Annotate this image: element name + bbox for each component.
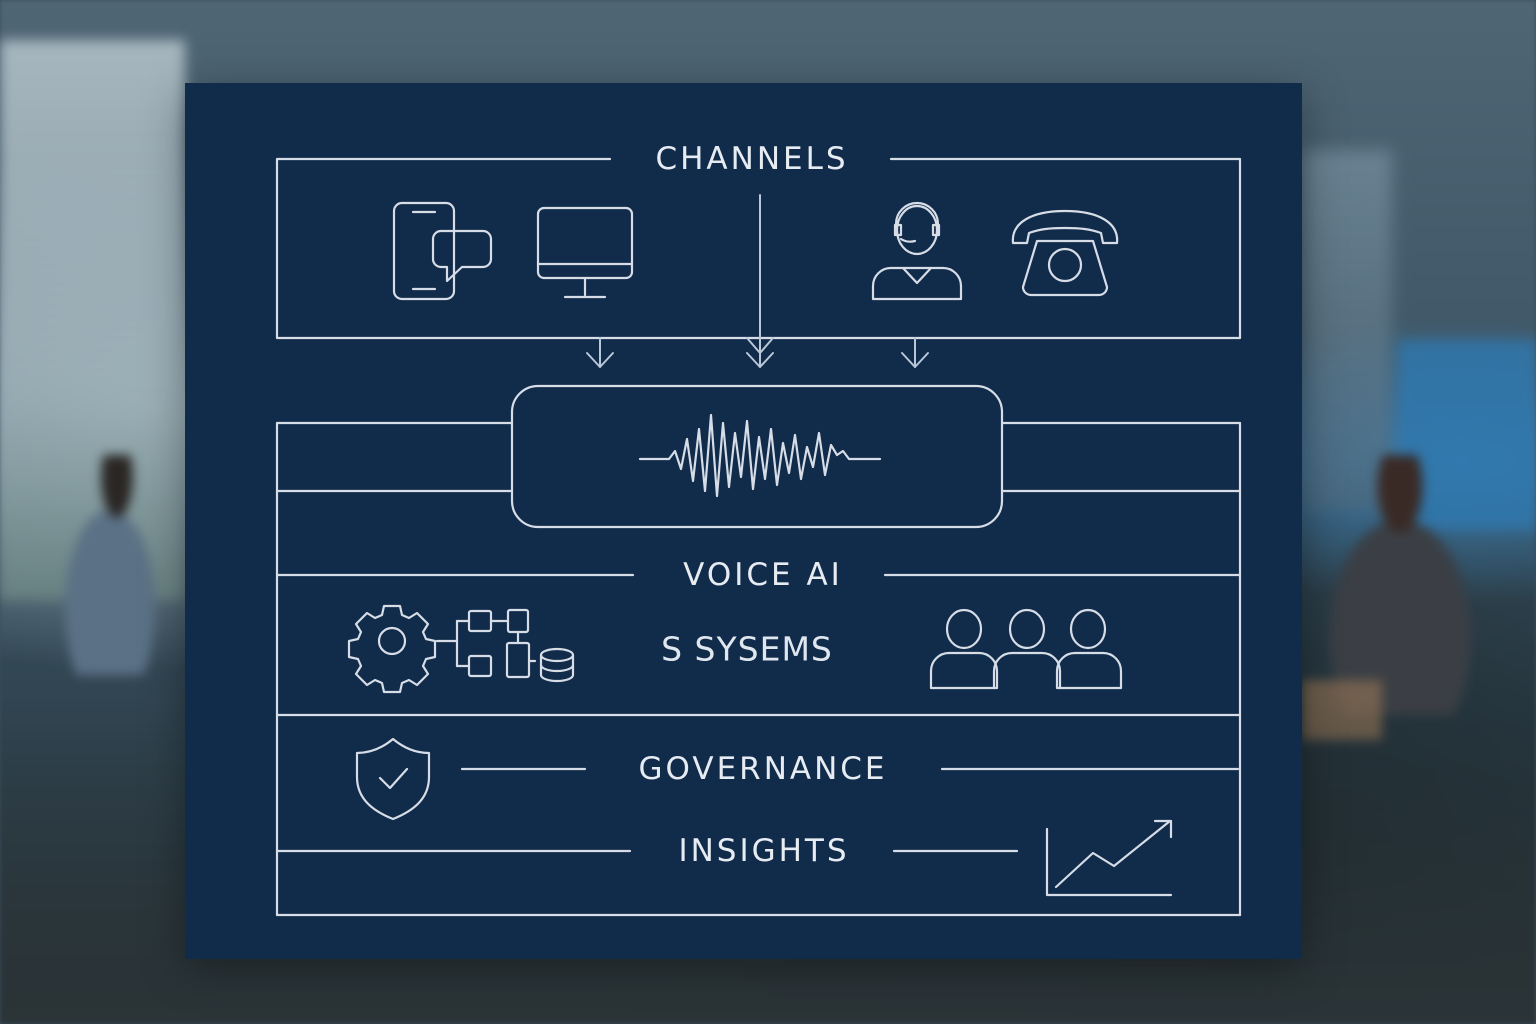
database-icon bbox=[539, 647, 575, 683]
voice-ai-label: VOICE AI bbox=[683, 557, 843, 593]
architecture-panel: CHANNELS VOICE AI S SYSEMS GOVERNANCE IN… bbox=[185, 83, 1302, 959]
voice-ai-frame bbox=[275, 384, 1242, 917]
person-left-blur bbox=[40, 455, 180, 675]
governance-label: GOVERNANCE bbox=[638, 751, 888, 787]
user-group-icon bbox=[929, 608, 1123, 690]
desktop-monitor-icon bbox=[536, 206, 634, 299]
gear-icon bbox=[347, 604, 437, 694]
flowchart-icon bbox=[435, 608, 537, 679]
architecture-diagram bbox=[275, 157, 1242, 917]
shield-check-icon bbox=[355, 737, 431, 821]
agent-headset-icon bbox=[871, 201, 963, 301]
telephone-icon bbox=[1011, 209, 1119, 297]
channels-box bbox=[275, 157, 1242, 340]
insights-trend-chart bbox=[1045, 819, 1173, 897]
voice-ai-capsule bbox=[510, 384, 1004, 529]
channels-label: CHANNELS bbox=[655, 141, 849, 177]
channels-frame bbox=[275, 157, 1242, 340]
insights-label: INSIGHTS bbox=[678, 833, 850, 869]
mobile-chat-icon bbox=[392, 201, 493, 301]
systems-label: S SYSEMS bbox=[661, 629, 833, 669]
sound-wave-icon bbox=[638, 413, 882, 498]
person-right-blur bbox=[1310, 455, 1510, 715]
channel-flow-arrows bbox=[586, 194, 929, 368]
governance-row bbox=[275, 767, 1240, 853]
window-blur-right bbox=[1302, 150, 1392, 510]
